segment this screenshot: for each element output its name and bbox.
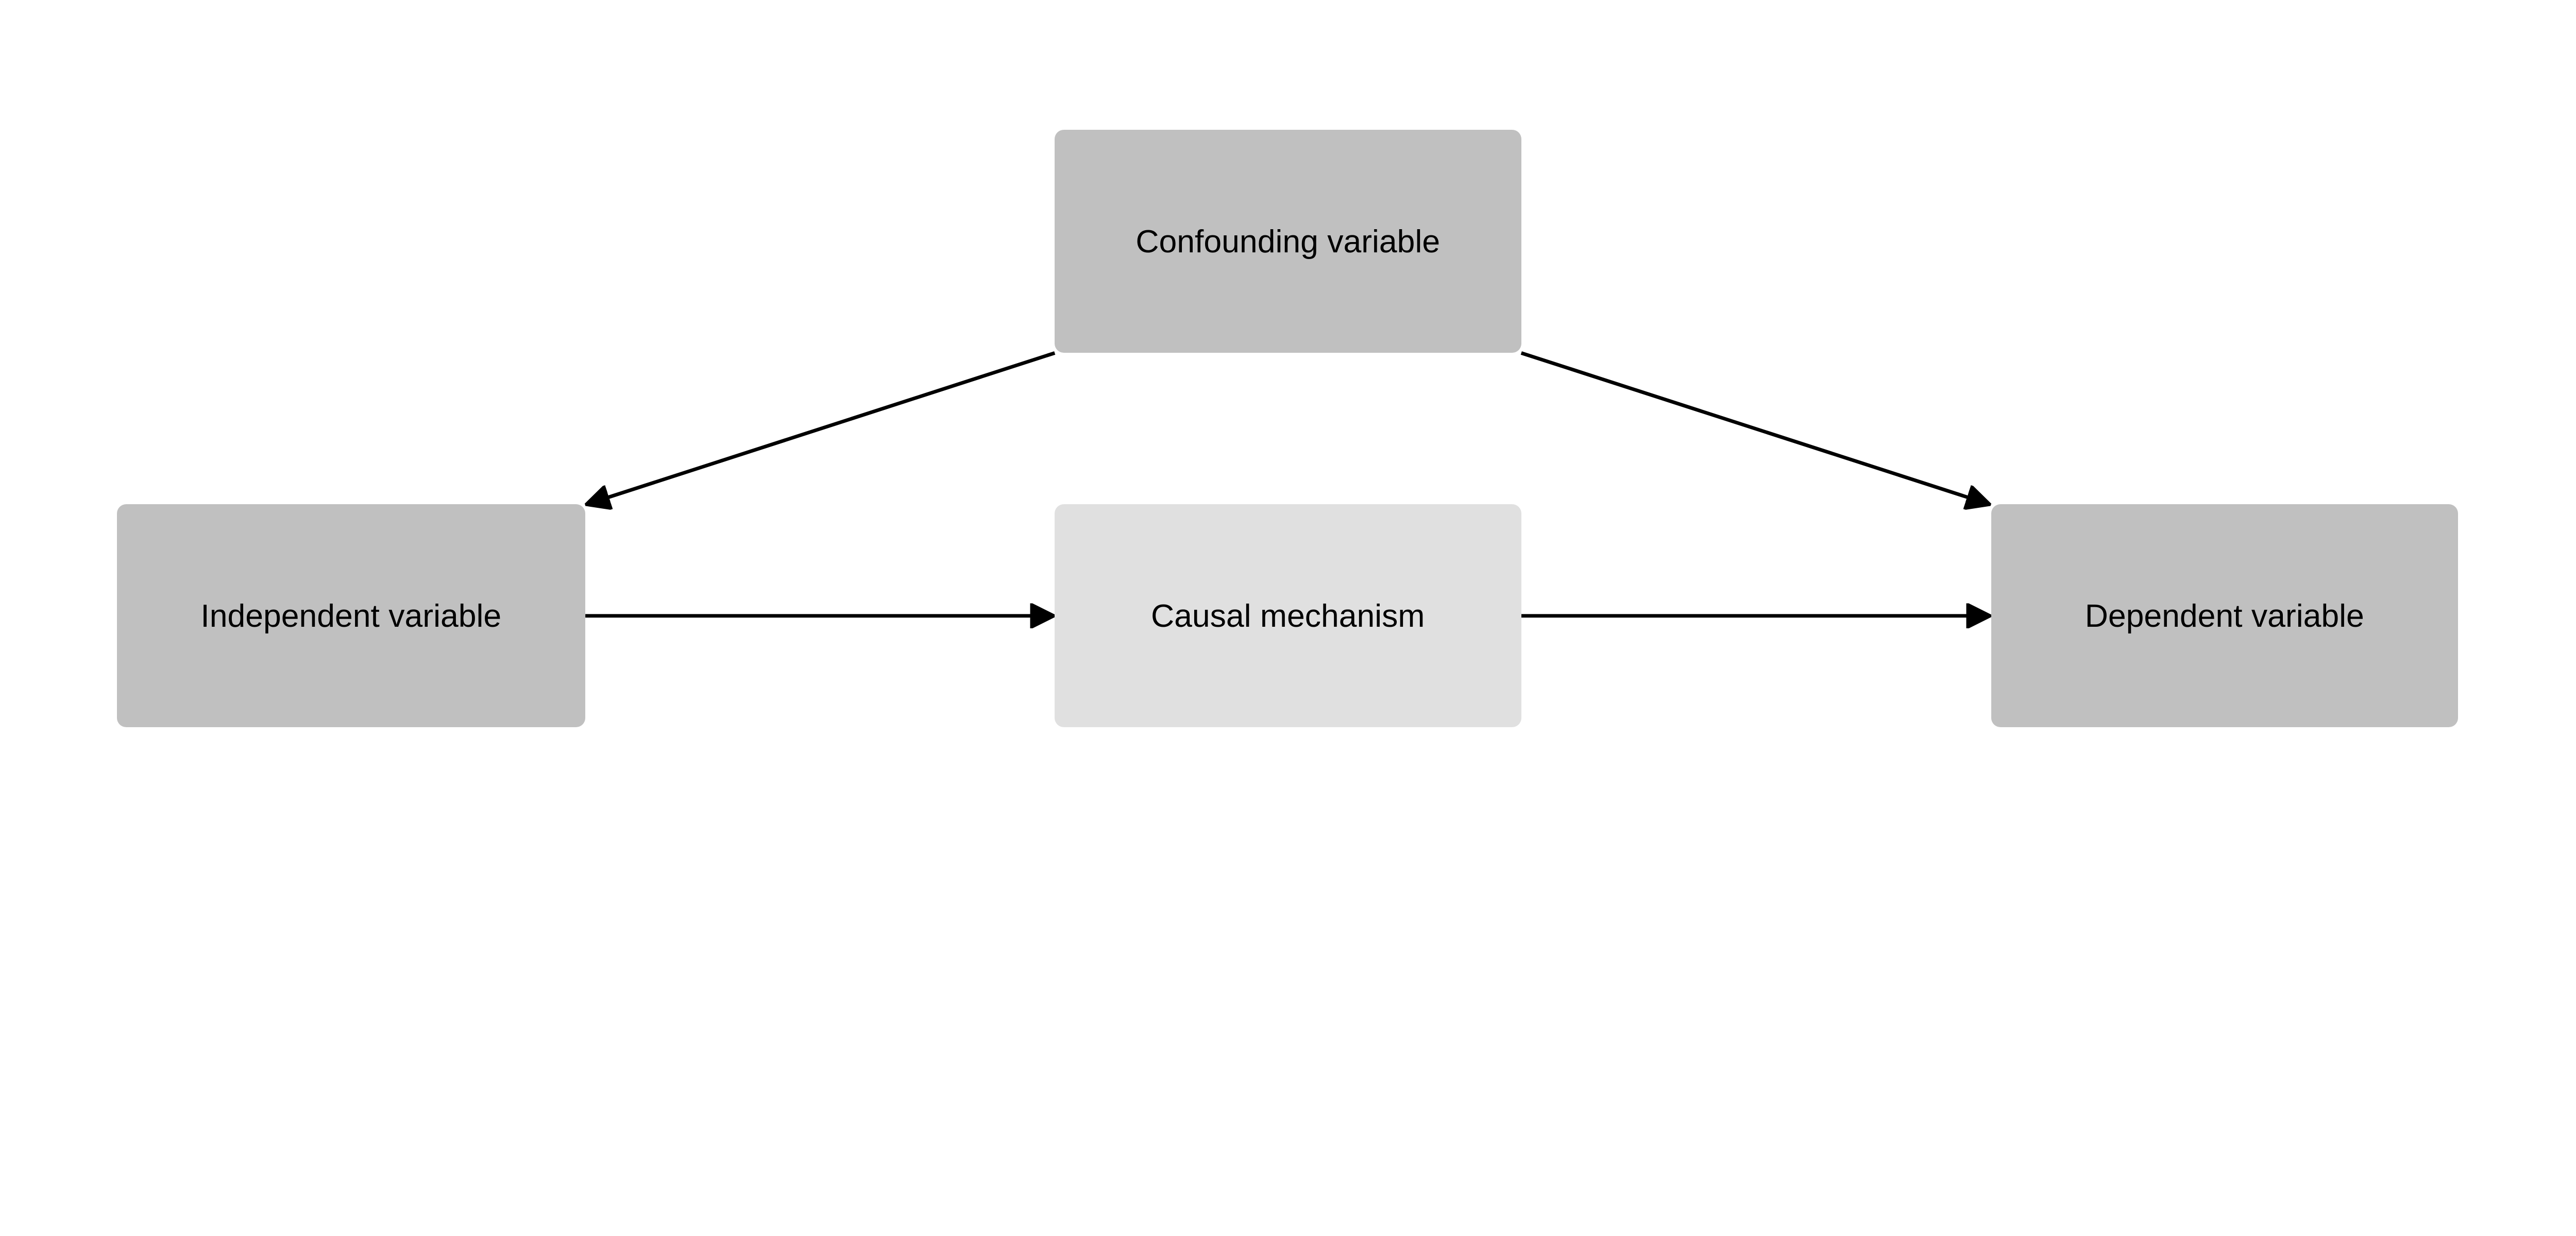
edges-layer [0, 351, 2576, 859]
edge-confounding-to-independent [587, 351, 1056, 504]
node-label: Independent variable [200, 597, 502, 634]
diagram-canvas: Confounding variable Independent variabl… [0, 130, 2576, 859]
node-label: Dependent variable [2084, 597, 2364, 634]
node-dependent-variable: Dependent variable [1991, 504, 2458, 728]
node-confounding-variable: Confounding variable [1055, 130, 1521, 353]
node-causal-mechanism: Causal mechanism [1055, 504, 1521, 728]
edge-confounding-to-dependent [1520, 351, 1989, 504]
node-label: Causal mechanism [1151, 597, 1425, 634]
node-independent-variable: Independent variable [116, 504, 585, 728]
node-label: Confounding variable [1136, 223, 1440, 260]
